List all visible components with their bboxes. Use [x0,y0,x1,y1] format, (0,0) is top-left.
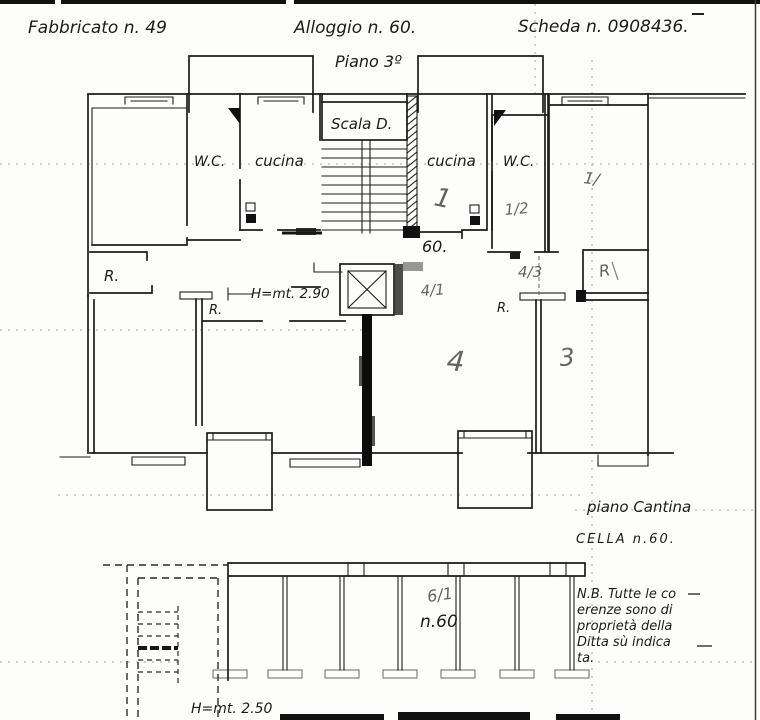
label-cucina-right: cucina [427,152,476,170]
pencil-room-1slash: 1/ [582,168,602,189]
nb-note-line-3: proprietà della [576,619,672,634]
pencil-41: 4/1 [420,280,445,300]
label-wc-left: W.C. [194,154,225,170]
label-apartment-60: 60. [422,237,447,256]
nb-note: N.B. Tutte le co erenze sono di propriet… [576,587,712,666]
nb-note-line-1: N.B. Tutte le co [577,587,676,602]
main-floor-plan [59,55,746,511]
pencil-r-scribble: R [597,260,611,281]
label-alloggio: Alloggio n. 60. [293,18,416,38]
label-fabbricato: Fabbricato n. 49 [28,18,167,38]
label-cucina-left: cucina [255,152,304,170]
nb-note-line-4: Ditta sù indica [577,635,671,650]
pencil-kitchen-1: 1 [432,183,454,216]
basement-pillars [212,575,590,679]
label-r-right: R. [497,301,510,316]
nb-note-line-5: ta. [577,651,594,666]
label-cella: CELLA n.60. [576,532,676,547]
pencil-room-3: 3 [558,343,575,372]
label-piano-cantina: piano Cantina [586,498,691,516]
label-height-290: H=mt. 2.90 [251,286,330,302]
label-n60: n.60 [420,612,458,632]
label-piano: Piano 3º [335,52,402,71]
label-height-250: H=mt. 2.50 [191,701,273,717]
label-wc-right: W.C. [503,154,534,170]
pencil-wc-12: 1/2 [504,199,530,219]
cellar-dashed-outline [103,564,228,718]
pencil-room-4: 4 [445,344,466,378]
label-scala: Scala D. [331,115,392,133]
labels: Fabbricato n. 49 Alloggio n. 60. Scheda … [28,17,712,717]
pencil-43: 4/3 [518,263,542,281]
pencil-61: 6/1 [426,584,454,606]
label-r-mid: R. [209,303,222,318]
label-scheda: Scheda n. 0908436. [518,17,689,37]
label-r-left: R. [104,267,119,285]
basement-plan [103,562,620,720]
construction-lines [0,4,754,716]
nb-note-line-2: erenze sono di [577,603,673,618]
